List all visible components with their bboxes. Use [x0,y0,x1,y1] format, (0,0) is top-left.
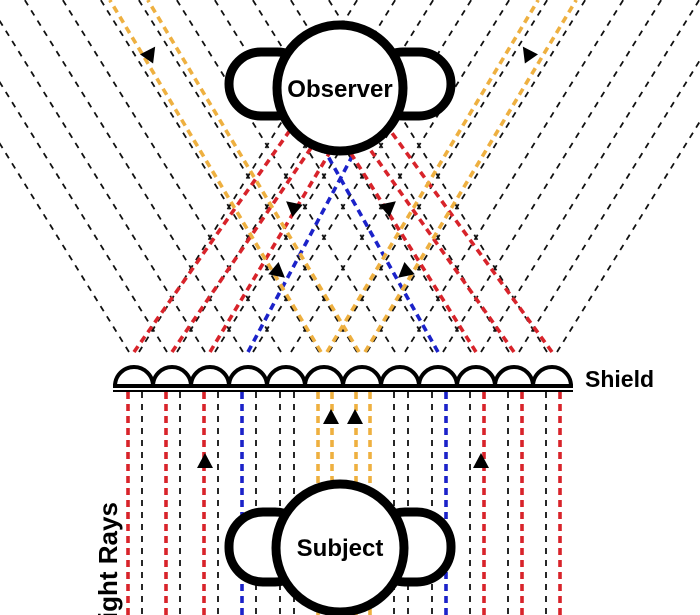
light-rays-label: Light Rays [93,502,123,615]
black-light-ray [327,0,548,353]
shield [113,365,573,392]
arrow-icon [347,409,363,424]
orange-light-ray [363,0,578,353]
black-light-ray [366,0,587,353]
shield-base-line [113,390,573,392]
black-light-ray [289,0,510,353]
red-light-ray [366,145,516,354]
arrow-icon [522,46,538,64]
arrow-icon [473,453,489,468]
shield-bump [303,365,345,387]
shield-bump [151,365,193,387]
observer-head [272,20,408,156]
black-light-ray [213,0,434,353]
shield-bump [341,365,383,387]
shield-bump [417,365,459,387]
shield-bump [379,365,421,387]
shield-bump [265,365,307,387]
direction-arrows [140,46,538,468]
black-light-ray [137,0,358,353]
black-light-ray [0,19,206,353]
black-light-ray [251,0,472,353]
subject-head [271,479,409,615]
red-light-ray [348,150,478,353]
arrow-icon [140,46,156,64]
observer-label: Observer [287,76,392,103]
blue-light-ray [323,150,440,353]
shield-bump [455,365,497,387]
black-light-ray [175,0,396,353]
black-light-ray [442,0,663,353]
red-light-ray [388,129,554,354]
arrow-icon [379,201,396,217]
orange-light-ray [146,0,361,353]
black-light-ray [480,0,700,353]
observer-figure: Observer [224,20,456,156]
arrow-icon [268,262,285,278]
blue-light-ray [246,150,357,353]
shield-label: Shield [585,366,654,392]
orange-light-ray [108,0,323,353]
black-light-ray [556,119,700,353]
shield-bump [227,365,269,387]
subject-label: Subject [297,535,384,562]
black-light-ray [0,142,130,353]
shield-bump [493,365,535,387]
black-light-ray [404,0,625,353]
shield-bump [113,365,155,387]
black-light-ray [61,0,282,353]
shield-bump [531,365,573,387]
shield-bump [189,365,231,387]
red-light-ray [170,145,314,354]
red-light-ray [208,151,332,353]
red-light-ray [132,129,292,354]
black-light-ray [23,0,244,353]
arrow-icon [398,262,415,278]
orange-light-ray [325,0,540,353]
subject-figure: Subject [224,479,456,615]
shield-base-line [113,384,573,388]
black-light-ray [518,58,700,353]
arrow-icon [323,409,339,424]
black-light-ray [0,80,168,353]
black-light-ray [99,0,320,353]
arrow-icon [286,201,303,217]
arrow-icon [197,453,213,468]
